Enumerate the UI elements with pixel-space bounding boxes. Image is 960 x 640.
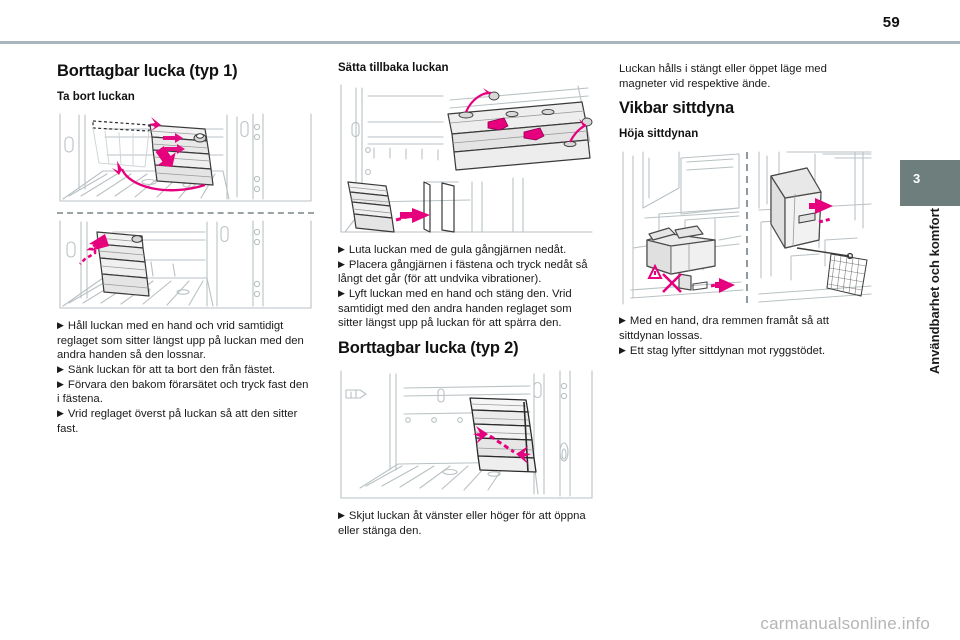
list-item: ▶Skjut luckan åt vänster eller höger för…	[338, 509, 595, 538]
chapter-title-text: Användbarhet och komfort	[926, 208, 942, 375]
figure-sliding-hatch	[338, 368, 595, 503]
figure-folding-seat	[619, 148, 876, 308]
figure-remove-hatch-1	[57, 111, 314, 206]
bullet-arrow-icon: ▶	[57, 320, 64, 330]
step-text: Med en hand, dra remmen framåt så att si…	[619, 315, 829, 343]
figure-separator	[57, 212, 314, 214]
list-item: ▶Håll luckan med en hand och vrid samtid…	[57, 319, 314, 363]
bullet-arrow-icon: ▶	[57, 378, 64, 389]
list-item: ▶Ett stag lyfter sittdynan mot ryggstöde…	[619, 344, 876, 359]
figure-refit-hatch	[338, 82, 595, 237]
list-item: ▶Förvara den bakom förarsätet och tryck …	[57, 378, 314, 407]
steps-raise-seat-cushion: ▶Med en hand, dra remmen framåt så att s…	[619, 314, 876, 358]
section-heading-removable-hatch-type2: Borttagbar lucka (typ 2)	[338, 339, 519, 358]
step-text: Skjut luckan åt vänster eller höger för …	[338, 510, 586, 537]
list-item: ▶Med en hand, dra remmen framåt så att s…	[619, 314, 876, 343]
chapter-title: Användbarhet och komfort	[900, 206, 960, 506]
subheading-remove-hatch: Ta bort luckan	[57, 91, 135, 103]
section-heading-removable-hatch-type1: Borttagbar lucka (typ 1)	[57, 62, 238, 80]
column-right: Luckan hålls i stängt eller öppet läge m…	[619, 62, 876, 366]
header-rule	[0, 41, 960, 44]
list-item: ▶Lyft luckan med en hand och stäng den. …	[338, 287, 595, 331]
step-text: Placera gångjärnen i fästena och tryck n…	[338, 258, 588, 286]
chapter-number: 3	[913, 171, 921, 186]
step-text: Håll luckan med en hand och vrid samtidi…	[57, 320, 304, 362]
step-text: Lyft luckan med en hand och stäng den. V…	[338, 288, 572, 330]
bullet-arrow-icon: ▶	[57, 364, 64, 375]
bullet-arrow-icon: ▶	[619, 315, 626, 326]
figure-remove-hatch-2	[57, 218, 314, 313]
list-item: ▶Vrid reglaget överst på luckan så att d…	[57, 407, 314, 436]
column-left: Borttagbar lucka (typ 1) Ta bort luckan	[57, 62, 314, 444]
steps-remove-hatch: ▶Håll luckan med en hand och vrid samtid…	[57, 319, 314, 436]
step-text: Sänk luckan för att ta bort den från fäs…	[67, 364, 276, 377]
column-middle: Sätta tillbaka luckan	[338, 62, 595, 546]
bullet-arrow-icon: ▶	[619, 344, 626, 355]
subheading-raise-seat-cushion: Höja sittdynan	[619, 128, 699, 141]
bullet-arrow-icon: ▶	[57, 408, 64, 419]
intro-text-magnets: Luckan hålls i stängt eller öppet läge m…	[619, 63, 827, 90]
step-text: Ett stag lyfter sittdynan mot ryggstödet…	[629, 344, 826, 357]
page-number: 59	[882, 14, 900, 31]
bullet-arrow-icon: ▶	[338, 510, 345, 521]
steps-sliding-hatch: ▶Skjut luckan åt vänster eller höger för…	[338, 509, 595, 538]
step-text: Vrid reglaget överst på luckan så att de…	[57, 408, 298, 435]
bullet-arrow-icon: ▶	[338, 258, 345, 269]
list-item: ▶Placera gångjärnen i fästena och tryck …	[338, 258, 595, 287]
step-text: Förvara den bakom förarsätet och tryck f…	[57, 378, 309, 406]
bullet-arrow-icon: ▶	[338, 288, 345, 299]
site-watermark: carmanualsonline.info	[760, 614, 930, 633]
list-item: ▶Sänk luckan för att ta bort den från fä…	[57, 363, 314, 378]
section-heading-folding-seat-cushion: Vikbar sittdyna	[619, 99, 734, 118]
bullet-arrow-icon: ▶	[338, 244, 345, 254]
list-item: ▶Luta luckan med de gula gångjärnen nedå…	[338, 243, 595, 258]
subheading-refit-hatch: Sätta tillbaka luckan	[338, 62, 449, 74]
chapter-tab: 3	[900, 160, 960, 206]
step-text: Luta luckan med de gula gångjärnen nedåt…	[348, 244, 567, 256]
steps-refit-hatch: ▶Luta luckan med de gula gångjärnen nedå…	[338, 243, 595, 331]
